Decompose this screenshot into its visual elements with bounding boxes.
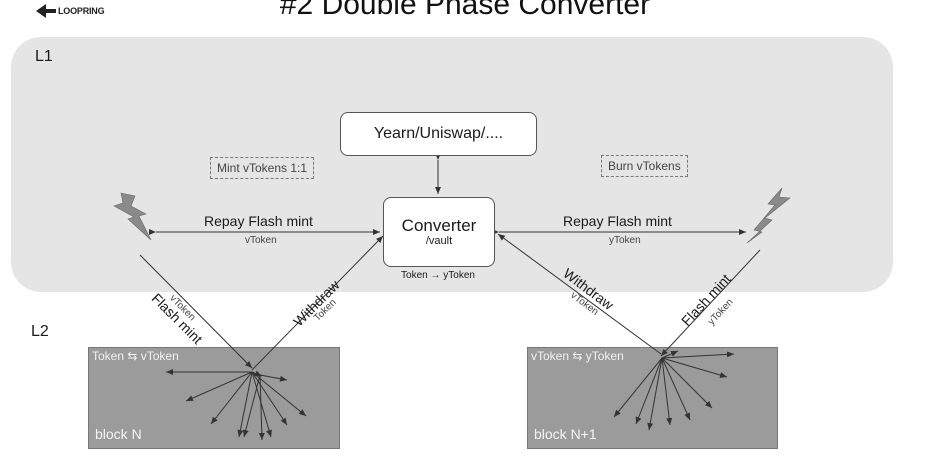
edge-withdraw-left bbox=[251, 235, 384, 371]
logo-text: LOOPRING bbox=[58, 6, 105, 16]
l2-label: L2 bbox=[31, 323, 49, 340]
edge-flash-mint-left bbox=[139, 254, 253, 369]
block-n-name: block N bbox=[95, 426, 142, 442]
lightning-right-icon bbox=[746, 187, 791, 244]
block-n-fan-arrows bbox=[166, 369, 307, 438]
page-title: #2 Double Phase Converter bbox=[279, 0, 651, 21]
repay-left-label: Repay Flash mint bbox=[204, 213, 313, 229]
loopring-logo: LOOPRING bbox=[36, 4, 116, 20]
converter-title: Converter bbox=[401, 216, 477, 235]
lightning-left-icon bbox=[113, 192, 152, 241]
edge-flash-mint-right bbox=[660, 249, 761, 357]
yearn-uniswap-node: Yearn/Uniswap/.... bbox=[340, 112, 537, 156]
mint-vtokens-note: Mint vTokens 1:1 bbox=[210, 157, 315, 179]
repay-right-token: yToken bbox=[609, 235, 641, 246]
block-n-plus-1: vToken ⇆ yToken block N+1 bbox=[527, 347, 778, 449]
converter-subtitle: /vault bbox=[425, 235, 453, 247]
edge-withdraw-right bbox=[497, 233, 662, 355]
repay-right-label: Repay Flash mint bbox=[563, 213, 672, 229]
block-n-swap-label: Token ⇆ vToken bbox=[92, 349, 179, 363]
burn-vtokens-note: Burn vTokens bbox=[601, 155, 688, 177]
block-n-plus-1-name: block N+1 bbox=[534, 426, 597, 442]
l1-label: L1 bbox=[35, 48, 53, 65]
converter-node: Converter /vault bbox=[383, 197, 495, 267]
repay-left-token: vToken bbox=[245, 235, 277, 246]
loopring-logo-icon bbox=[36, 4, 56, 18]
converter-caption: Token → yToken bbox=[401, 270, 475, 281]
block-n: Token ⇆ vToken block N bbox=[88, 347, 340, 449]
block-n-plus-1-fan-arrows bbox=[613, 350, 735, 431]
block-n-fan-arrows-2 bbox=[242, 374, 288, 441]
block-n-plus-1-swap-label: vToken ⇆ yToken bbox=[531, 349, 624, 363]
